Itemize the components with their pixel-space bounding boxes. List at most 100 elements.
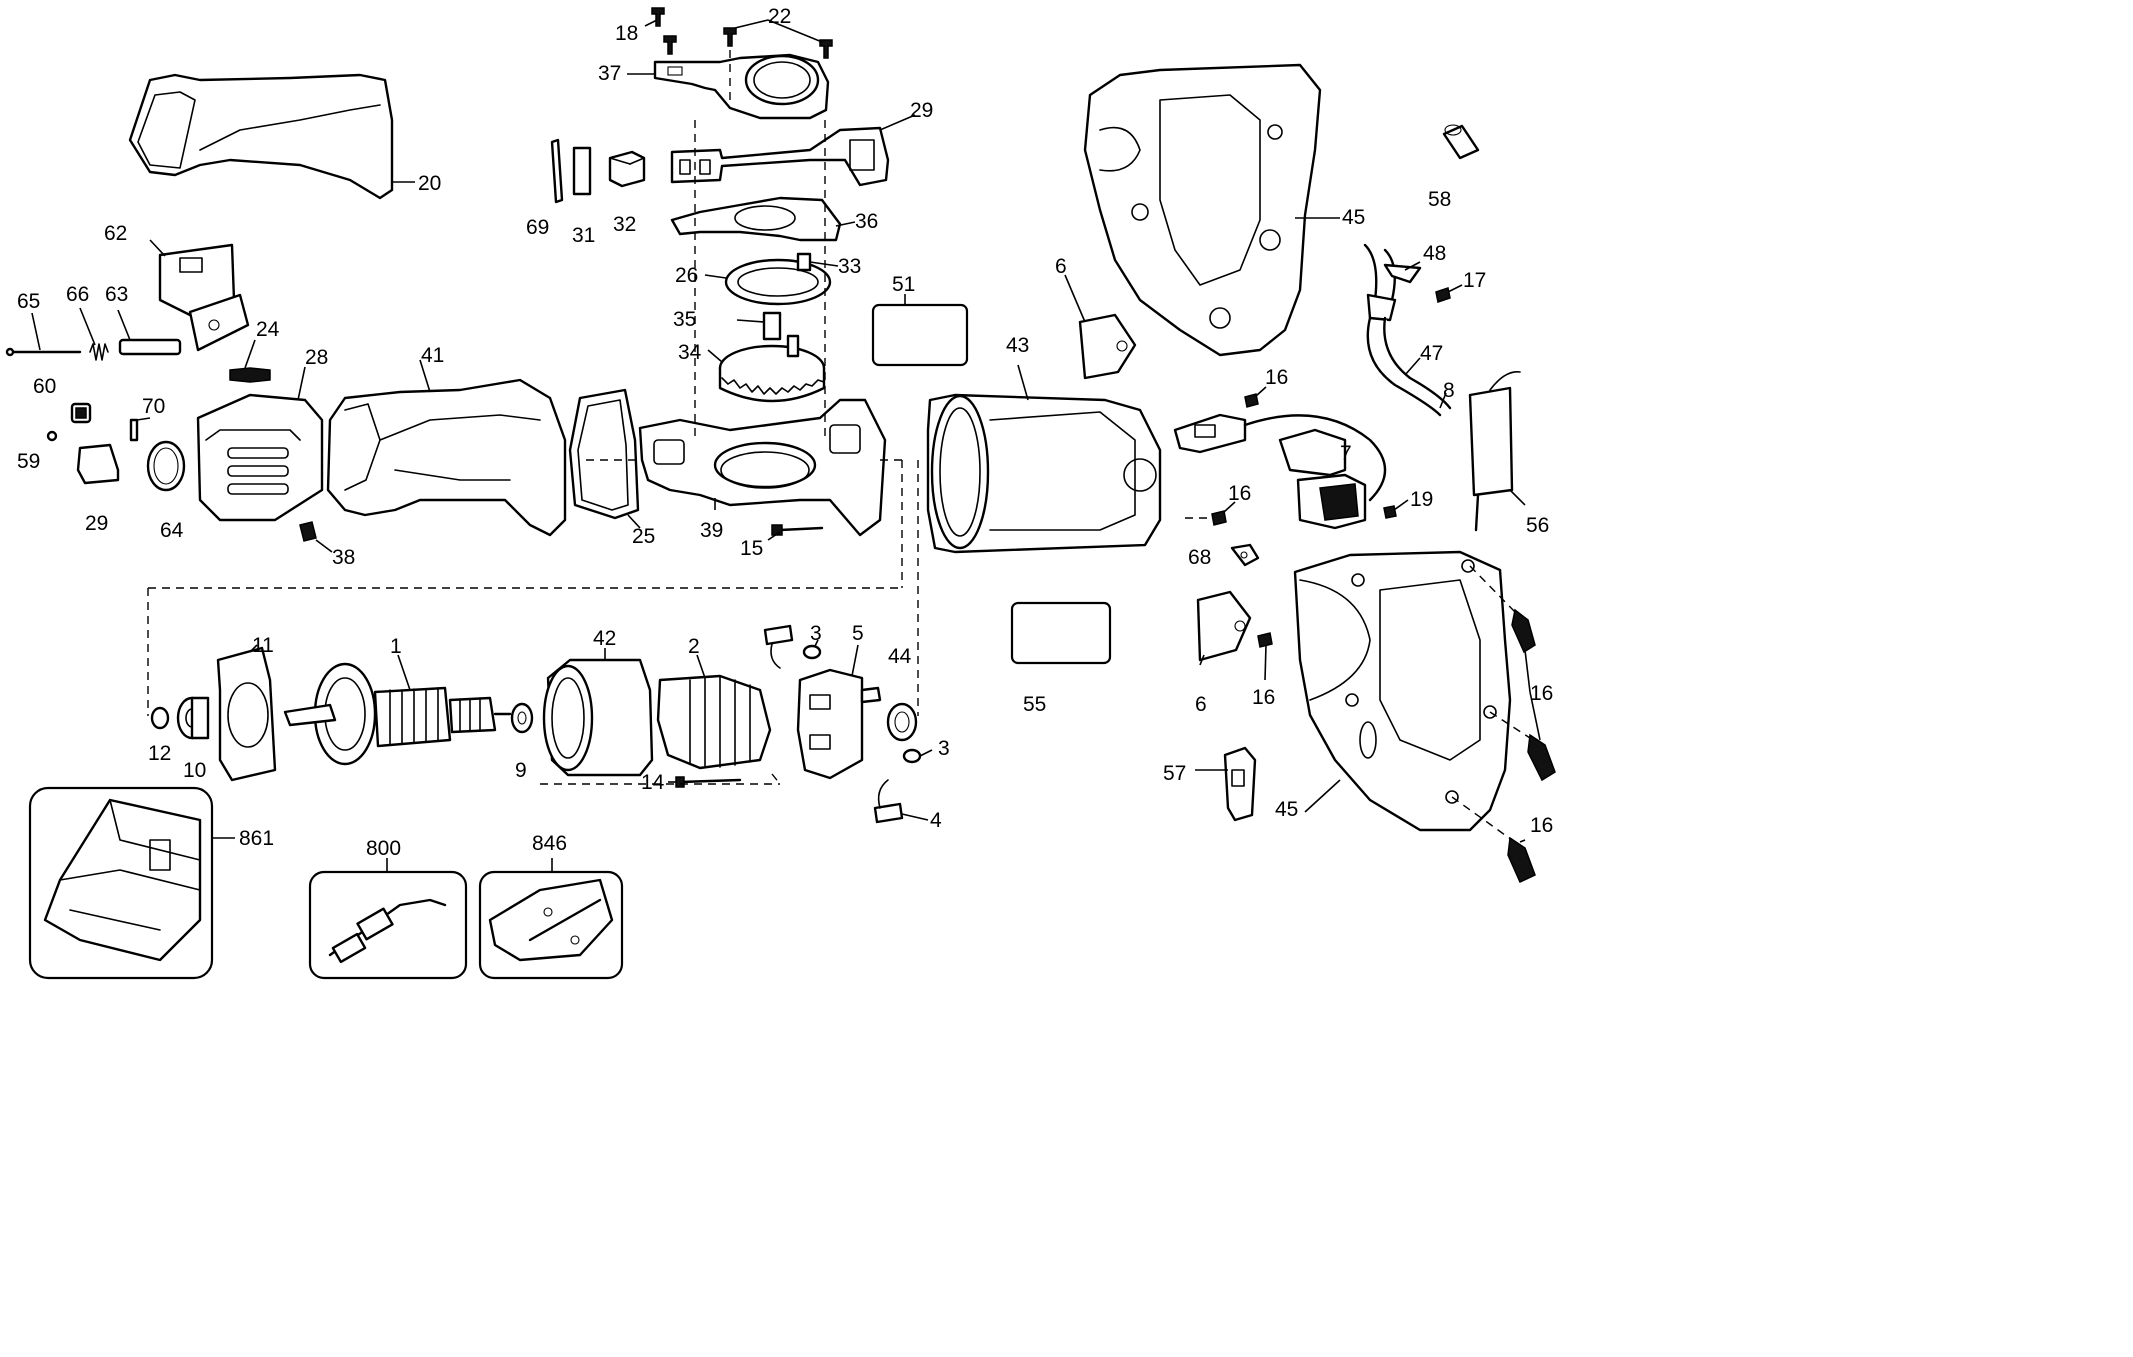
callout-16-d: 16: [1530, 682, 1553, 705]
callout-58: 58: [1428, 188, 1451, 211]
part-56-label: [1468, 371, 1526, 532]
part-1-armature: [283, 654, 512, 766]
callout-57: 57: [1163, 762, 1186, 785]
part-62-switch-plate: [149, 239, 250, 352]
part-45-housing-bottom: [1293, 550, 1512, 832]
part-7-switch: [1173, 386, 1409, 530]
part-16-housing-screws: [1451, 565, 1556, 884]
kit-800-blade-clamp-box: [308, 858, 468, 980]
callout-38: 38: [332, 546, 355, 569]
part-14-screw: [668, 776, 742, 788]
callout-45-top: 45: [1342, 206, 1365, 229]
callout-800: 800: [366, 837, 401, 860]
part-5-brush-holder: [796, 644, 882, 780]
callout-861: 861: [239, 827, 274, 850]
callout-34: 34: [678, 341, 702, 364]
callout-36: 36: [855, 210, 878, 233]
callout-7: 7: [1340, 442, 1352, 465]
part-47-cord: [1363, 243, 1463, 417]
callout-15: 15: [740, 537, 763, 560]
kit-861-case-box: [28, 786, 235, 980]
callout-43: 43: [1006, 334, 1029, 357]
callout-26: 26: [675, 264, 698, 287]
callout-3-top: 3: [810, 622, 822, 645]
callout-56: 56: [1526, 514, 1549, 537]
callout-35: 35: [673, 308, 696, 331]
part-20-handle-cover: [128, 73, 415, 200]
callout-70: 70: [142, 395, 165, 418]
part-44-bushing: [886, 702, 918, 742]
callout-45-bottom: 45: [1275, 798, 1298, 821]
callout-6-top: 6: [1055, 255, 1067, 278]
callout-11: 11: [252, 634, 274, 657]
part-12-10-bearings: [150, 696, 210, 740]
callout-8: 8: [1443, 379, 1455, 402]
callout-65: 65: [17, 290, 40, 313]
part-43-field-housing: [926, 364, 1162, 554]
kit-846-hardware-box: [478, 858, 624, 980]
callout-69: 69: [526, 216, 549, 239]
callout-41: 41: [421, 344, 444, 367]
callout-3-bottom: 3: [938, 737, 950, 760]
assembly-guide-lines: [147, 50, 919, 785]
part-26-bearing-ring: [704, 252, 839, 306]
callout-labels: 1 2 3 3 4 5 6 6 7 8 9 10 11 12 14 15 16 …: [17, 5, 1553, 860]
callout-19: 19: [1410, 488, 1433, 511]
callout-14: 14: [641, 771, 665, 794]
callout-18: 18: [615, 22, 638, 45]
callout-28: 28: [305, 346, 328, 369]
part-68-clip: [1230, 543, 1260, 567]
callout-1: 1: [390, 635, 402, 658]
callout-16-e: 16: [1530, 814, 1553, 837]
callout-10: 10: [183, 759, 206, 782]
callout-48: 48: [1423, 242, 1446, 265]
part-11-baffle: [216, 644, 277, 782]
callout-2: 2: [688, 635, 700, 658]
callout-20: 20: [418, 172, 441, 195]
callout-51: 51: [892, 273, 915, 296]
callout-9: 9: [515, 759, 527, 782]
callout-4: 4: [930, 809, 942, 832]
callout-62: 62: [104, 222, 127, 245]
part-28-gear-housing: [196, 366, 324, 522]
part-57-trigger-lock: [1195, 746, 1257, 822]
callout-22: 22: [768, 5, 791, 28]
callout-63: 63: [105, 283, 128, 306]
part-36-plate: [670, 196, 856, 242]
callout-64: 64: [160, 519, 184, 542]
callout-31: 31: [572, 224, 595, 247]
callout-60: 60: [33, 375, 56, 398]
callout-44: 44: [888, 645, 912, 668]
callout-846: 846: [532, 832, 567, 855]
callout-6-bottom: 6: [1195, 693, 1207, 716]
callout-5: 5: [852, 622, 864, 645]
part-41-motor-housing: [326, 359, 567, 537]
callout-32: 32: [613, 213, 636, 236]
part-9-bearing: [510, 702, 534, 734]
part-34-gear: [707, 311, 826, 403]
callout-68: 68: [1188, 546, 1211, 569]
callout-25: 25: [632, 525, 655, 548]
callout-17: 17: [1463, 269, 1486, 292]
part-65-66-63-lock-parts: [5, 307, 182, 361]
part-24-screw: [229, 339, 271, 383]
callout-16-c: 16: [1252, 686, 1275, 709]
part-29-shaft: [670, 114, 916, 187]
part-6-brush-cover-lower: [1196, 590, 1273, 681]
callout-29-top: 29: [910, 99, 933, 122]
callout-66: 66: [66, 283, 89, 306]
part-39-gear-case: [638, 398, 887, 537]
part-60-59-29-70-64: [46, 402, 186, 492]
part-42-fan-baffle: [542, 648, 654, 777]
part-37-gear-cover: [627, 53, 830, 120]
part-25-gasket: [568, 388, 641, 529]
callout-37: 37: [598, 62, 621, 85]
part-58-bushing: [1442, 124, 1480, 160]
callout-33: 33: [838, 255, 861, 278]
part-55-label: [1010, 601, 1112, 665]
callout-29-bottom-left: 29: [85, 512, 108, 535]
callout-16-a: 16: [1265, 366, 1288, 389]
part-6-brush-cover: [1064, 274, 1137, 380]
part-45-housing-top: [1083, 63, 1340, 357]
part-15-screw: [767, 524, 824, 541]
